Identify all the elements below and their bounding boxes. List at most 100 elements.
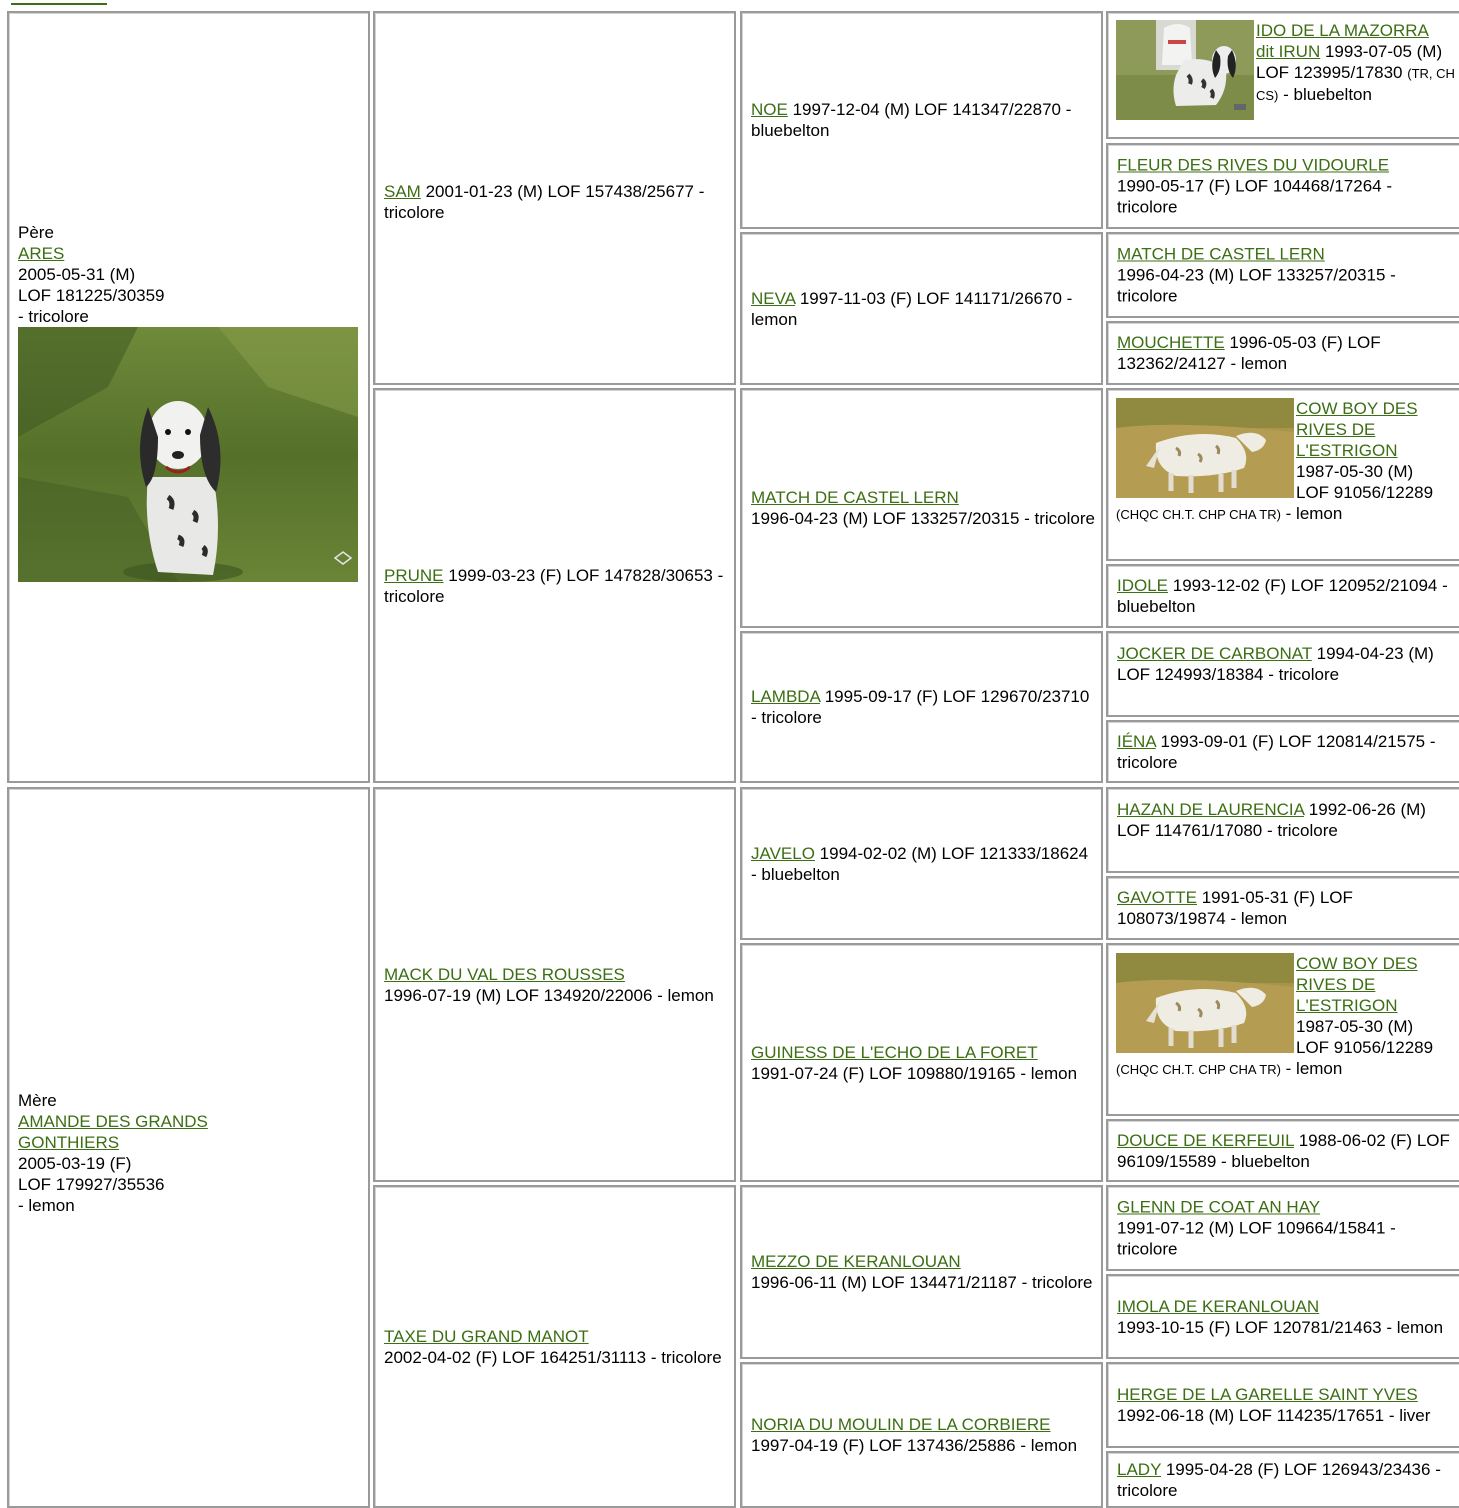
mother-color: - lemon	[18, 1196, 75, 1215]
gavotte-info: 1991-05-31 (F) LOF 108073/19874 - lemon	[1117, 888, 1353, 928]
ido-color: - bluebelton	[1283, 85, 1372, 104]
g3-cell-noria: NORIA DU MOULIN DE LA CORBIERE 1997-04-1…	[740, 1362, 1103, 1508]
g4-cell-lady: LADY 1995-04-28 (F) LOF 126943/23436 - t…	[1106, 1451, 1459, 1508]
g2-cell-sam: SAM 2001-01-23 (M) LOF 157438/25677 - tr…	[373, 11, 736, 385]
taxe-link[interactable]: TAXE DU GRAND MANOT	[384, 1326, 589, 1346]
g4-cell-cowboy-2: COW BOY DES RIVES DE L'ESTRIGON 1987-05-30 …	[1106, 943, 1459, 1116]
cowboy-name-2-part1[interactable]: COW BOY DES	[1296, 954, 1418, 973]
g3-cell-lambda: LAMBDA 1995-09-17 (F) LOF 129670/23710 -…	[740, 631, 1103, 783]
hazan-info: 1992-06-26 (M) LOF 114761/17080 - tricol…	[1117, 800, 1426, 840]
cowboy-name-1-part2[interactable]: RIVES DE	[1296, 420, 1376, 439]
father-cell: Père ARES 2005-05-31 (M) LOF 181225/3035…	[7, 11, 370, 783]
ido-link[interactable]: IDO DE LA MAZORRA dit IRUN	[1256, 21, 1429, 61]
g3-cell-neva: NEVA 1997-11-03 (F) LOF 141171/26670 - l…	[740, 232, 1103, 385]
cowboy-name-1-part1[interactable]: COW BOY DES	[1296, 399, 1418, 418]
noria-link[interactable]: NORIA DU MOULIN DE LA CORBIERE	[751, 1415, 1051, 1434]
sam-link[interactable]: SAM	[384, 182, 421, 201]
cowboy-color-1: - lemon	[1285, 504, 1343, 523]
cowboy-birth-1: 1987-05-30 (M)	[1296, 462, 1414, 481]
lady-link[interactable]: LADY	[1117, 1459, 1162, 1479]
cowboy-name-2-part3[interactable]: L'ESTRIGON	[1296, 996, 1398, 1015]
guiness-link[interactable]: GUINESS DE L'ECHO DE LA FORET	[751, 1042, 1038, 1062]
idole-info: 1993-12-02 (F) LOF 120952/21094 - bluebe…	[1117, 576, 1448, 616]
father-dog-photo[interactable]	[18, 327, 358, 582]
g4-cell-jocker: JOCKER DE CARBONAT 1994-04-23 (M) LOF 12…	[1106, 631, 1459, 717]
ido-info: 1993-07-05 (M) LOF 123995/17830	[1256, 42, 1443, 82]
mother-label: Mère	[18, 1091, 57, 1110]
g4-cell-mouchette: MOUCHETTE 1996-05-03 (F) LOF 132362/2412…	[1106, 321, 1459, 385]
mack-info: 1996-07-19 (M) LOF 134920/22006 - lemon	[384, 985, 714, 1005]
fleur-info: 1990-05-17 (F) LOF 104468/17264 - tricol…	[1117, 176, 1393, 217]
g4-cell-herge: HERGE DE LA GARELLE SAINT YVES 1992-06-1…	[1106, 1362, 1459, 1448]
g4-cell-iena: IÉNA 1993-09-01 (F) LOF 120814/21575 - t…	[1106, 720, 1459, 783]
ido-name-part2[interactable]: dit IRUN	[1256, 42, 1321, 61]
mouchette-link[interactable]: MOUCHETTE	[1117, 333, 1225, 352]
glenn-info: 1991-07-12 (M) LOF 109664/15841 - tricol…	[1117, 1218, 1396, 1259]
cowboy-titles-2: (CHQC CH.T. CHP CHA TR)	[1116, 1062, 1281, 1077]
g4-cell-ido: IDO DE LA MAZORRA dit IRUN 1993-07-05 (M)…	[1106, 11, 1459, 139]
father-color: - tricolore	[18, 307, 89, 326]
g4-cell-douce: DOUCE DE KERFEUIL 1988-06-02 (F) LOF 961…	[1106, 1119, 1459, 1182]
mother-name-part1[interactable]: AMANDE DES GRANDS	[18, 1112, 208, 1131]
cowboy-link-2[interactable]: COW BOY DES RIVES DE L'ESTRIGON	[1296, 954, 1418, 1015]
guiness-info: 1991-07-24 (F) LOF 109880/19165 - lemon	[751, 1063, 1078, 1083]
imola-info: 1993-10-15 (F) LOF 120781/21463 - lemon	[1117, 1317, 1444, 1337]
cowboy-dog-photo-1[interactable]	[1116, 398, 1294, 498]
cowboy-name-1-part3[interactable]: L'ESTRIGON	[1296, 441, 1398, 460]
douce-info: 1988-06-02 (F) LOF 96109/15589 - bluebel…	[1117, 1130, 1450, 1171]
herge-link[interactable]: HERGE DE LA GARELLE SAINT YVES	[1117, 1385, 1418, 1404]
father-label: Père	[18, 223, 54, 242]
fleur-link[interactable]: FLEUR DES RIVES DU VIDOURLE	[1117, 155, 1390, 175]
ido-dog-photo[interactable]	[1116, 20, 1254, 120]
hazan-link[interactable]: HAZAN DE LAURENCIA	[1117, 800, 1305, 819]
mack-link[interactable]: MACK DU VAL DES ROUSSES	[384, 964, 625, 984]
cowboy-birth-2: 1987-05-30 (M)	[1296, 1017, 1414, 1036]
idole-link[interactable]: IDOLE	[1117, 576, 1169, 595]
ido-name-part1[interactable]: IDO DE LA MAZORRA	[1256, 21, 1429, 40]
g4-cell-hazan: HAZAN DE LAURENCIA 1992-06-26 (M) LOF 11…	[1106, 787, 1459, 873]
father-birth: 2005-05-31 (M)	[18, 265, 136, 284]
top-link-fragment[interactable]	[11, 0, 107, 5]
neva-info: 1997-11-03 (F) LOF 141171/26670 - lemon	[751, 288, 1073, 329]
ido-titles: (TR, CH CS)	[1256, 66, 1455, 103]
mother-lof: LOF 179927/35536	[18, 1175, 165, 1194]
cowboy-titles-1: (CHQC CH.T. CHP CHA TR)	[1116, 507, 1281, 522]
lambda-info: 1995-09-17 (F) LOF 129670/23710 - tricol…	[751, 687, 1090, 727]
lambda-link[interactable]: LAMBDA	[751, 687, 820, 706]
douce-link[interactable]: DOUCE DE KERFEUIL	[1117, 1130, 1294, 1150]
glenn-link[interactable]: GLENN DE COAT AN HAY	[1117, 1197, 1321, 1217]
taxe-info: 2002-04-02 (F) LOF 164251/31113 - tricol…	[384, 1347, 722, 1367]
father-name-link[interactable]: ARES	[18, 244, 65, 263]
mezzo-info: 1996-06-11 (M) LOF 134471/21187 - tricol…	[751, 1273, 1093, 1292]
cowboy-name-2-part2[interactable]: RIVES DE	[1296, 975, 1376, 994]
mother-name-link[interactable]: AMANDE DES GRANDS GONTHIERS	[18, 1112, 208, 1152]
javelo-link[interactable]: JAVELO	[751, 843, 815, 863]
gavotte-link[interactable]: GAVOTTE	[1117, 888, 1197, 907]
cowboy-link-1[interactable]: COW BOY DES RIVES DE L'ESTRIGON	[1296, 399, 1418, 460]
match-link[interactable]: MATCH DE CASTEL LERN	[751, 488, 959, 507]
g3-cell-noe: NOE 1997-12-04 (M) LOF 141347/22870 - bl…	[740, 11, 1103, 229]
mouchette-info: 1996-05-03 (F) LOF 132362/24127 - lemon	[1117, 333, 1381, 373]
cowboy-lof-2: LOF 91056/12289	[1296, 1038, 1434, 1057]
imola-link[interactable]: IMOLA DE KERANLOUAN	[1117, 1296, 1320, 1316]
neva-link[interactable]: NEVA	[751, 288, 796, 308]
g2-cell-prune: PRUNE 1999-03-23 (F) LOF 147828/30653 - …	[373, 388, 736, 783]
jocker-link[interactable]: JOCKER DE CARBONAT	[1117, 644, 1312, 663]
noe-link[interactable]: NOE	[751, 100, 788, 119]
prune-link[interactable]: PRUNE	[384, 565, 444, 585]
match2-info: 1996-04-23 (M) LOF 133257/20315 - tricol…	[1117, 265, 1396, 306]
mezzo-link[interactable]: MEZZO DE KERANLOUAN	[751, 1252, 961, 1271]
mother-name-part2[interactable]: GONTHIERS	[18, 1133, 120, 1152]
cowboy-lof-1: LOF 91056/12289	[1296, 483, 1434, 502]
match2-link[interactable]: MATCH DE CASTEL LERN	[1117, 244, 1325, 264]
cowboy-dog-photo-2[interactable]	[1116, 953, 1294, 1053]
father-lof: LOF 181225/30359	[18, 286, 165, 305]
iena-link[interactable]: IÉNA	[1117, 731, 1156, 751]
